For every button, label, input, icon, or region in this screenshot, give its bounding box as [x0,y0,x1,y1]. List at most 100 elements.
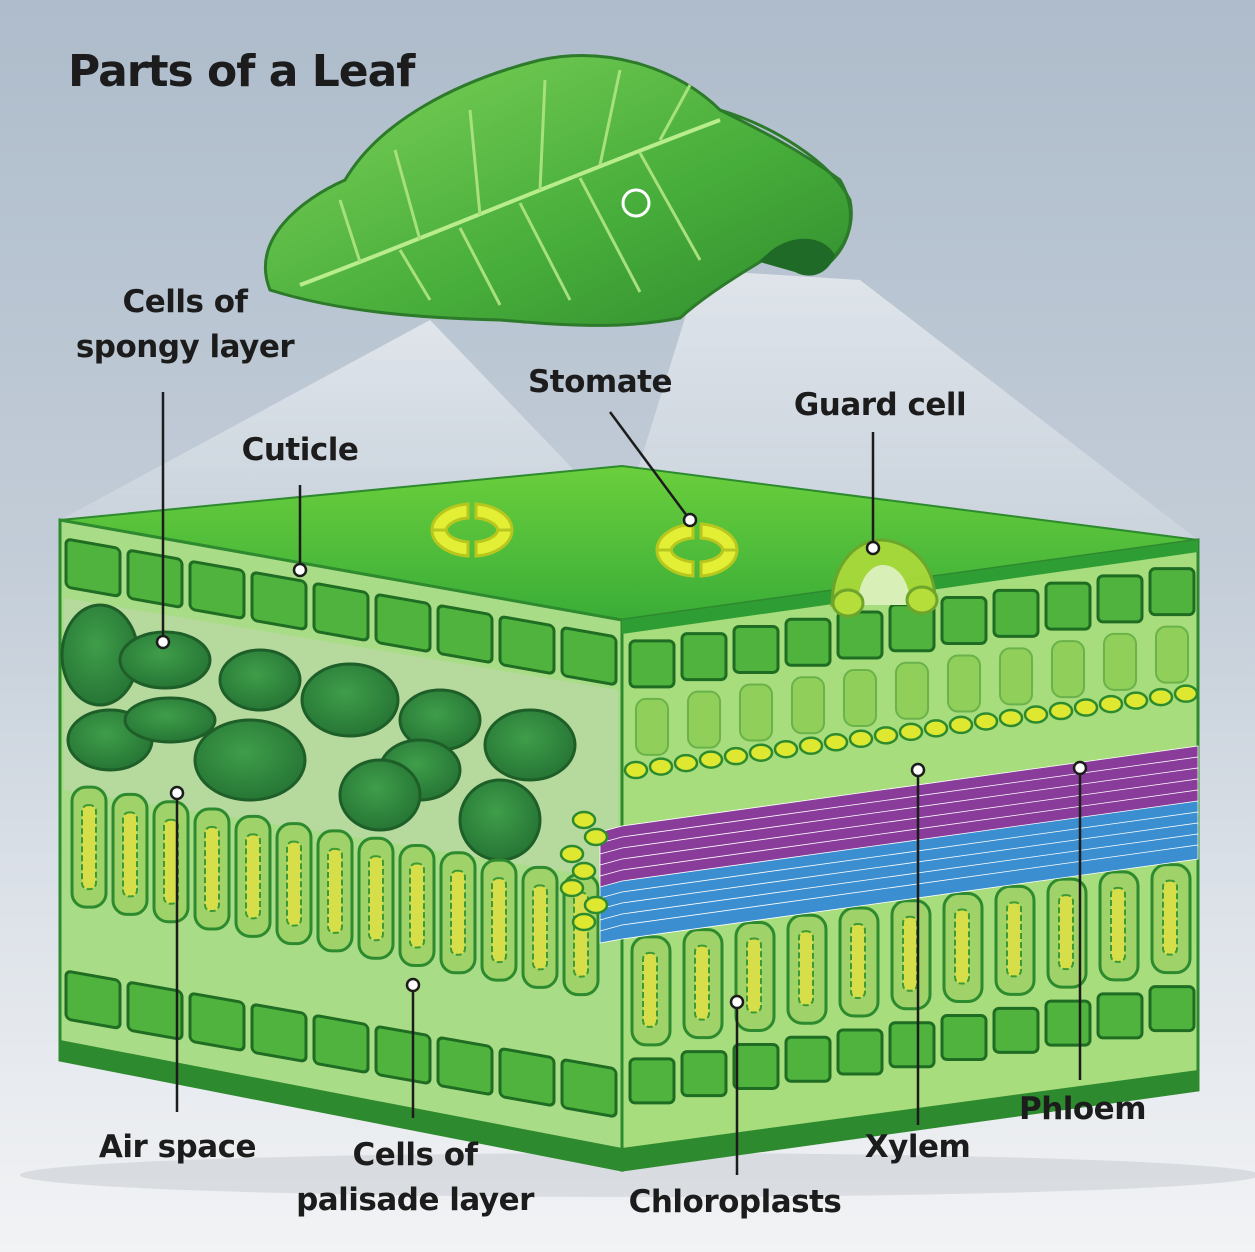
bundle-sheath-cell [583,895,609,915]
vascular-bundle [559,745,1199,944]
lower-epidermis-cell [1096,992,1144,1040]
lower-epidermis-cell [680,1050,728,1098]
block-shadow [20,1153,1255,1197]
upper-epidermis-cell [498,615,556,675]
upper-epidermis-cell [680,632,728,682]
upper-epidermis-cell [992,588,1040,638]
bundle-sheath-cell [1148,687,1174,707]
palisade-cell-upper [739,683,773,742]
chloroplast [286,840,302,927]
palisade-cell-upper [947,654,981,713]
bundle-sheath-cell [1023,705,1049,724]
upper-epidermis-cell [64,538,122,598]
upper-epidermis-cell [940,596,988,646]
upper-epidermis-cell [374,593,432,653]
label-air-space: Air space [98,1129,257,1165]
leader-dots [155,512,1088,1010]
leader-lines [161,392,1082,1175]
palisade-cell-upper [999,647,1033,706]
lower-epidermis-cell [498,1047,556,1107]
chloroplast [1110,886,1126,963]
upper-epidermis-cell [126,549,184,609]
label-chloroplasts: Chloroplasts [628,1184,842,1220]
spongy-cell [218,648,302,712]
bundle-sheath-cell [1173,684,1199,703]
palisade-cell-upper [687,690,721,749]
spongy-cell [338,758,422,832]
spongy-cell [118,630,212,690]
bundle-sheath-cell [571,810,597,830]
zoom-beam-left [60,320,622,520]
label-spongy-line1: Cells of [122,284,248,320]
palisade-cell-upper [895,661,929,720]
leaf-illustration [263,54,853,327]
upper-epidermis-cell [628,639,676,689]
chloroplast [642,951,658,1028]
chloroplast [450,869,466,956]
chloroplast [204,826,220,913]
chloroplast [694,944,710,1021]
lower-epidermis-cell [940,1014,988,1062]
bundle-sheath-cell [1048,701,1074,721]
upper-epidermis-cell [836,610,884,660]
chloroplast [902,915,918,992]
palisade-cell-upper [1155,625,1189,684]
chloroplast [491,877,507,964]
spongy-cell [300,662,400,738]
spongy-cell [458,778,542,862]
upper-epidermis-cell [436,604,494,664]
bundle-sheath-cell [1073,698,1099,717]
upper-epidermis-cell [1044,581,1092,631]
label-spongy-layer: Cells of spongy layer [50,280,320,370]
spongy-cell [193,718,307,802]
label-xylem: Xylem [864,1129,971,1165]
label-stomate: Stomate [527,364,673,400]
palisade-cell-upper [791,676,825,735]
palisade-cell-upper [1103,632,1137,691]
bundle-sheath-cell [648,757,674,776]
label-palisade-line1: Cells of [352,1137,478,1173]
stomata-top [430,502,739,578]
guard-cell-bump [830,538,939,618]
label-spongy-line2: spongy layer [75,329,295,365]
upper-epidermis-cell [560,626,618,686]
bundle-sheath-cell [898,722,924,742]
label-palisade-line2: palisade layer [296,1182,534,1218]
lower-epidermis-cell [250,1003,308,1063]
lower-epidermis-cell [1148,985,1196,1033]
label-cuticle: Cuticle [241,432,359,468]
bundle-sheath-cell [559,844,585,864]
bundle-sheath-cell [559,878,585,898]
bundle-sheath-cell [923,719,949,738]
label-palisade-layer: Cells of palisade layer [270,1133,560,1223]
lower-epidermis-cell [836,1028,884,1076]
chloroplast [122,811,138,898]
upper-epidermis-cell [1148,567,1196,617]
bundle-sheath-cell [1098,694,1124,714]
upper-epidermis-cell [732,624,780,674]
bundle-sheath-cell [798,736,824,755]
upper-epidermis-cell [312,582,370,642]
spongy-cell [483,708,577,782]
chloroplast [1006,901,1022,978]
palisade-cell-upper [843,669,877,727]
lower-epidermis-cell [992,1006,1040,1054]
bundle-sheath-cell [948,715,974,735]
spongy-cell [123,696,217,744]
lower-epidermis-cell [1044,999,1092,1047]
chloroplast [368,855,384,942]
lower-epidermis-cell [560,1058,618,1118]
bundle-sheath-cell [973,712,999,731]
bundle-sheath-cell [571,912,597,932]
chloroplast [409,862,425,949]
upper-epidermis-cell [784,617,832,667]
lower-epidermis-cell [888,1021,936,1069]
chloroplast [1058,894,1074,971]
bundle-sheath-cell [748,743,774,762]
lower-epidermis-cell [436,1036,494,1096]
upper-epidermis-cell [250,571,308,631]
upper-epidermis-cell [188,560,246,620]
bundle-sheath-cell [1123,691,1149,710]
phloem-tube [599,844,1199,944]
